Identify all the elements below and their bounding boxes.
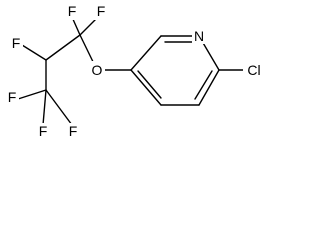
atom-f-top-right: F <box>97 3 106 19</box>
bond-cf2-chf <box>45 34 81 61</box>
bond-cf3-f-bottom <box>42 89 47 126</box>
atom-oxygen: O <box>92 62 103 78</box>
bond-ring-double-left <box>137 70 162 99</box>
atom-f-middle-left: F <box>12 35 21 51</box>
atom-labels: F F F F F F O N Cl <box>8 3 261 139</box>
atom-f-top-left: F <box>68 3 77 19</box>
bond-ring-c3-c2 <box>130 35 162 71</box>
molecule-canvas: F F F F F F O N Cl <box>5 3 265 140</box>
atom-f-bottom-right: F <box>69 123 78 139</box>
bond-ring-double-right <box>194 70 213 100</box>
bond-ring-c4-c3 <box>130 69 162 106</box>
bond-cf3-f-right <box>45 89 73 126</box>
atom-label-backgrounds <box>5 3 265 140</box>
atom-nitrogen: N <box>194 28 204 44</box>
bond-chf-f <box>21 44 47 61</box>
atom-f-bottom-middle: F <box>39 123 48 139</box>
bond-cf3-f-left <box>17 89 47 100</box>
bonds <box>17 16 244 126</box>
bond-ring-c6-c5 <box>198 69 220 106</box>
atom-f-bottom-left: F <box>8 89 17 105</box>
atom-chlorine: Cl <box>247 62 260 78</box>
structure-drawing: F F F F F F O N Cl <box>5 3 265 140</box>
